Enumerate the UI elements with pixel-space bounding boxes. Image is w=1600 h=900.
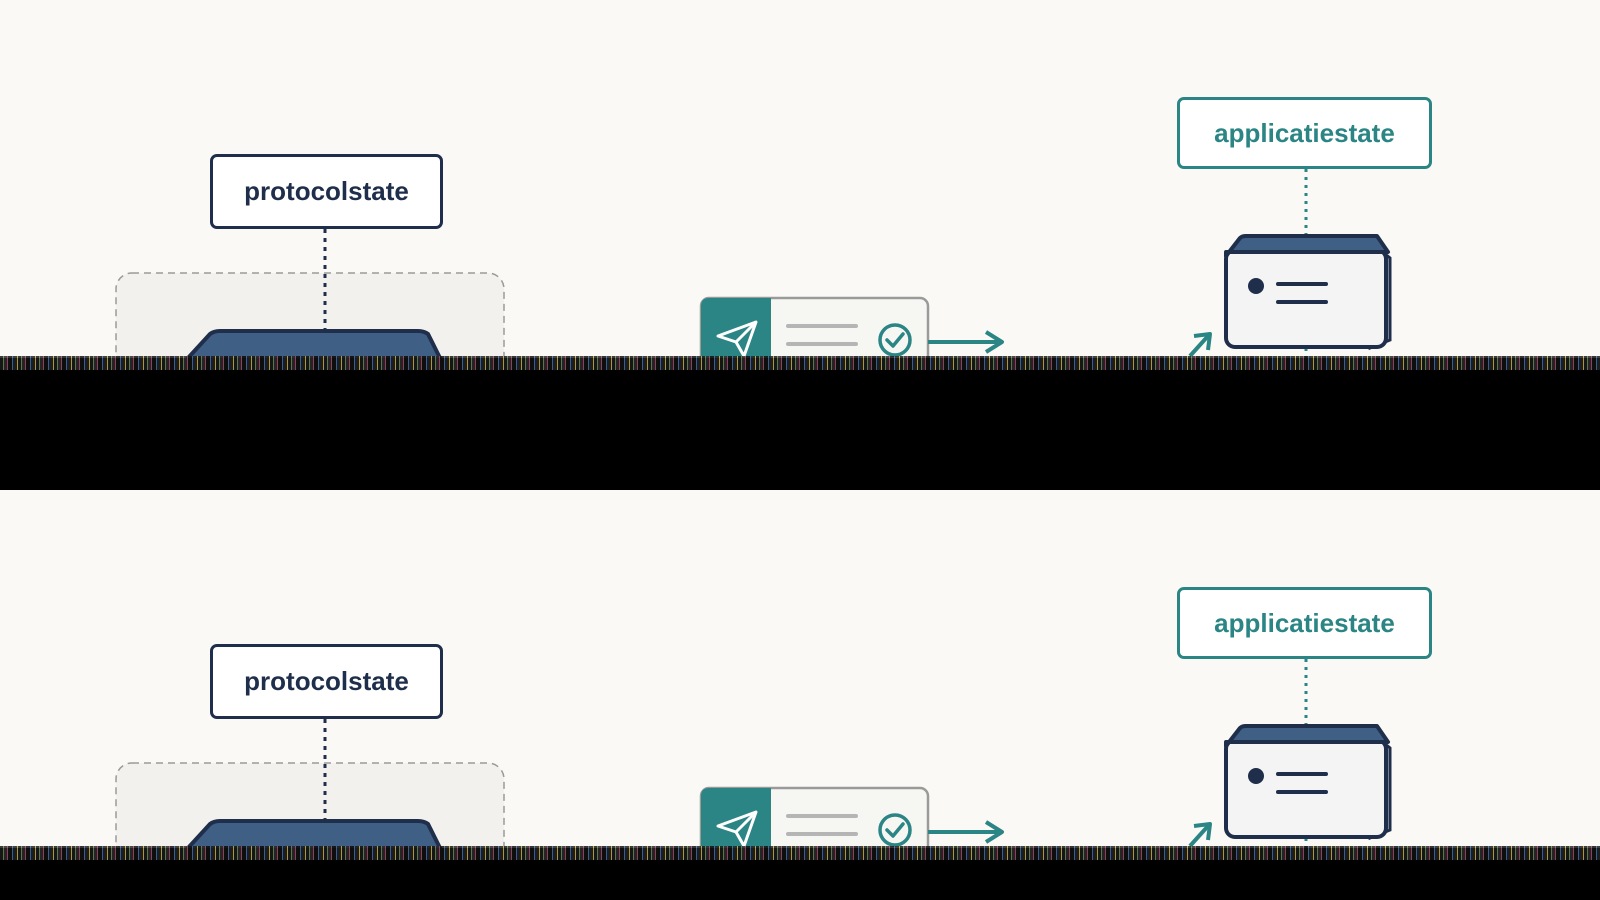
diagram-panel-bottom: protocolstate applicatiestate (0, 490, 1600, 848)
diagram-canvas (115, 169, 1392, 358)
protocol-state-label: protocolstate (210, 154, 443, 229)
server-box-icon (1224, 234, 1392, 351)
protocol-device (185, 329, 443, 358)
diagram-canvas-copy (115, 659, 1392, 848)
diagram-panel-top: protocolstate applicatiestate (0, 0, 1600, 358)
arrow-right-icon (928, 820, 1004, 844)
glitch-band (0, 356, 1600, 370)
check-circle-icon (878, 813, 912, 847)
arrow-up-right-icon (1188, 822, 1212, 848)
glitch-band (0, 846, 1600, 860)
check-circle-icon (878, 323, 912, 357)
protocol-device (185, 819, 443, 848)
application-state-label: applicatiestate (1177, 587, 1432, 659)
application-state-label: applicatiestate (1177, 97, 1432, 169)
arrow-right-icon (928, 330, 1004, 354)
server-box-icon (1224, 724, 1392, 841)
message-card (699, 296, 930, 358)
protocol-state-label: protocolstate (210, 644, 443, 719)
message-card (699, 786, 930, 848)
arrow-up-right-icon (1188, 332, 1212, 358)
